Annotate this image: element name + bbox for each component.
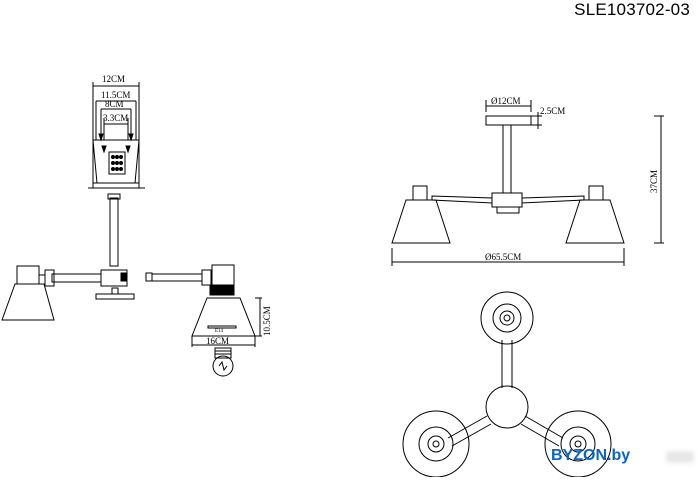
canopy-screw-label: 3.3CM xyxy=(103,113,128,123)
canopy-inner-2-label: 8CM xyxy=(105,99,124,109)
shade-height-label: 10.5CM xyxy=(262,306,272,336)
watermark: BYZON.by xyxy=(551,443,700,477)
model-code: SLE103702-03 xyxy=(574,0,690,19)
total-height-label: 37CM xyxy=(649,170,659,193)
canopy-width-label: 12CM xyxy=(102,74,125,84)
shade-width-label: 16CM xyxy=(206,336,229,346)
base-diameter-label: Ø12CM xyxy=(491,96,521,106)
total-diameter-label: Ø65.5CM xyxy=(485,252,521,262)
bulb-socket-label: E14 xyxy=(215,329,224,334)
watermark-blur xyxy=(666,451,694,463)
base-height-label: 2.5CM xyxy=(540,106,565,116)
canopy-detail xyxy=(88,82,145,189)
watermark-text: BYZON.by xyxy=(551,447,631,464)
exploded-lamp xyxy=(1,193,262,377)
canopy-inner-1-label: 11.5CM xyxy=(101,90,130,100)
side-elevation xyxy=(391,100,664,266)
